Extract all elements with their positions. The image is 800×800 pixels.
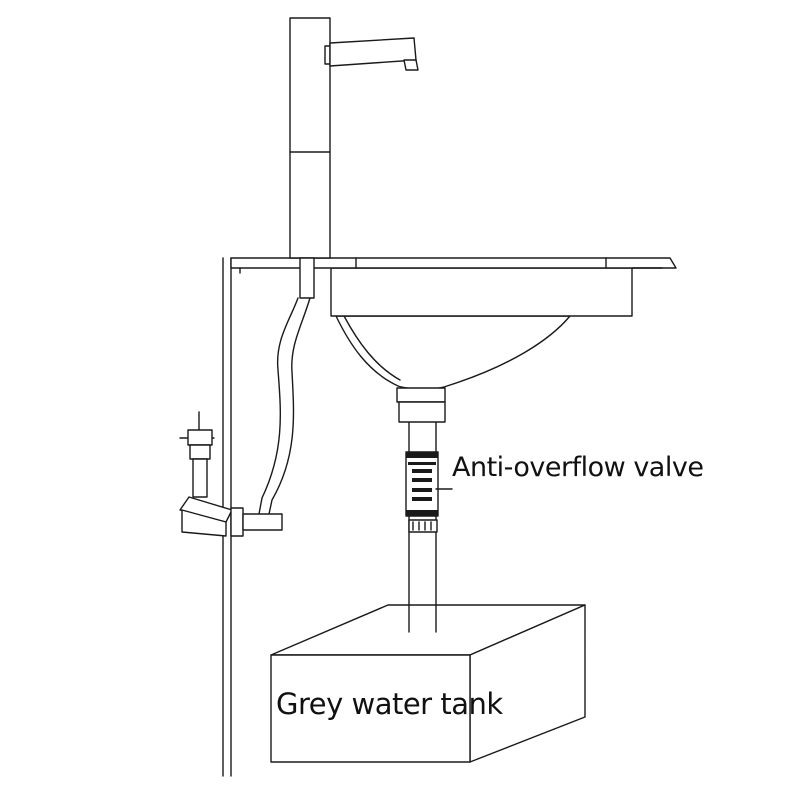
anti-overflow-valve-label: Anti-overflow valve [452,452,704,483]
tank-icon [270,604,586,763]
shutoff-valve-icon [179,411,283,537]
anti-overflow-valve-icon [405,451,453,533]
faucet-icon [289,17,419,299]
supply-hose [258,297,311,515]
drain-nut [396,387,446,423]
grey-water-tank-label: Grey water tank [276,687,503,721]
sink-basin-icon [230,257,677,390]
